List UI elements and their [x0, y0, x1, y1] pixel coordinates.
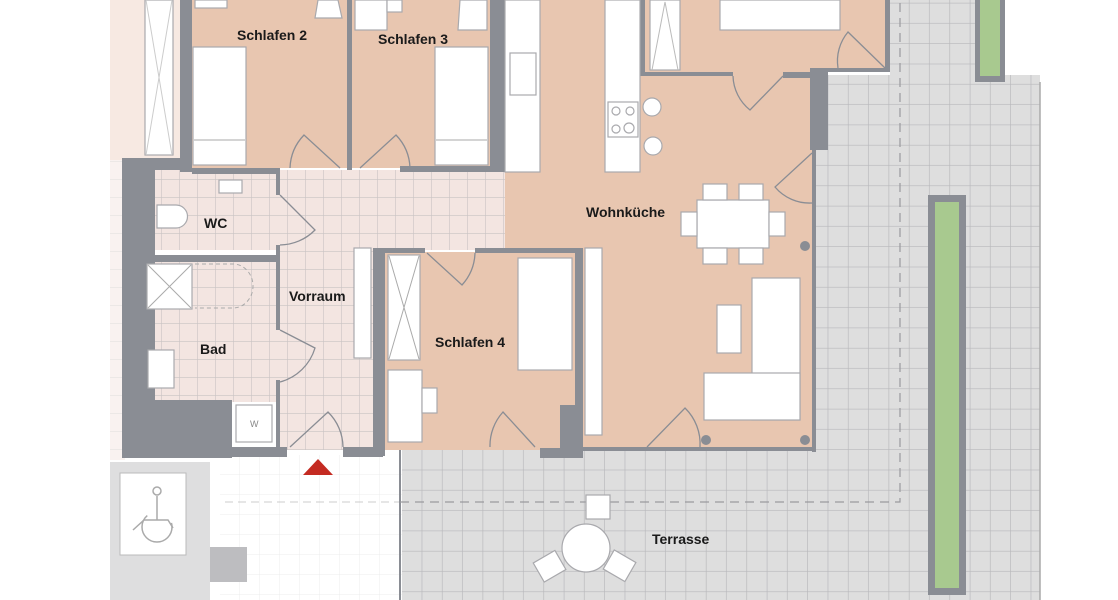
dining-table	[696, 199, 770, 249]
entrance-area	[220, 455, 402, 600]
furniture: W	[146, 0, 841, 583]
bed	[192, 46, 247, 166]
sink	[509, 52, 537, 96]
toilet	[156, 204, 189, 229]
doors	[279, 31, 886, 448]
coat-rack	[353, 247, 372, 359]
walls	[122, 0, 890, 458]
label-terrasse: Terrasse	[652, 531, 710, 547]
label-schlafen-4: Schlafen 4	[435, 334, 505, 350]
kitchen-island	[604, 0, 641, 173]
room-hallway	[155, 170, 505, 250]
bed	[517, 257, 573, 371]
label-schlafen-3: Schlafen 3	[378, 31, 448, 47]
sideboard	[584, 247, 603, 436]
washing-machine	[235, 404, 273, 443]
entrance-marker-icon	[303, 459, 333, 475]
desk	[387, 369, 423, 443]
wheelchair-icon	[110, 462, 247, 600]
bar-stool	[642, 97, 662, 117]
washer-label: W	[250, 419, 259, 429]
label-bad: Bad	[200, 341, 226, 357]
bar-stool	[643, 136, 663, 156]
coffee-table	[716, 304, 742, 354]
bed	[434, 46, 489, 166]
round-table	[561, 523, 611, 573]
label-wc: WC	[204, 215, 227, 231]
label-wohnkueche: Wohnküche	[586, 204, 665, 220]
sink	[147, 349, 175, 389]
label-schlafen-2: Schlafen 2	[237, 27, 307, 43]
wardrobe	[649, 0, 681, 71]
bed	[719, 0, 841, 31]
label-vorraum: Vorraum	[289, 288, 346, 304]
chair	[585, 494, 611, 520]
